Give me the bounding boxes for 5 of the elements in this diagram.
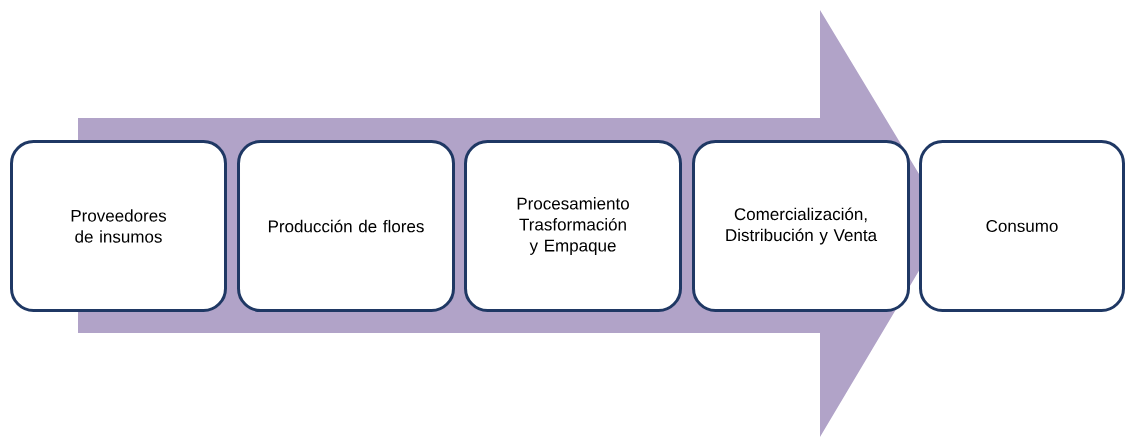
process-box: Producción de flores [237, 140, 455, 312]
process-box: Procesamiento Trasformación y Empaque [464, 140, 682, 312]
process-box: Consumo [919, 140, 1125, 312]
process-box: Proveedores de insumos [10, 140, 227, 312]
process-box: Comercialización, Distribución y Venta [692, 140, 910, 312]
